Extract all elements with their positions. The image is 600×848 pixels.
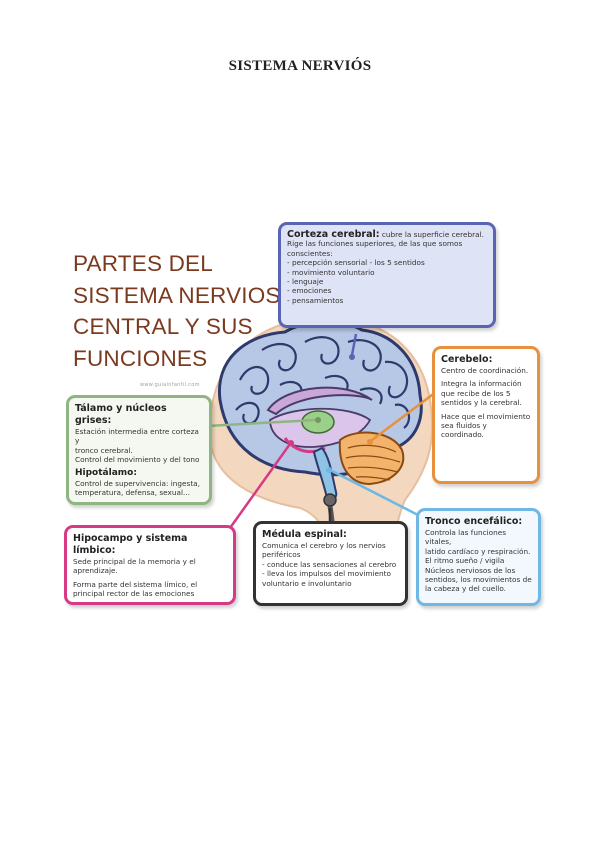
corteza-heading-rest: cubre la superficie cerebral. [379,230,484,239]
hipocampo-box: Hipocampo y sistema límbico: Sede princi… [64,525,236,605]
hipotalamo-heading: Hipotálamo: [75,467,137,478]
cerebelo-line: Integra la información [441,379,522,389]
medula-heading: Médula espinal: [262,529,347,540]
corpus-callosum [266,386,373,416]
talamo-heading: Tálamo y núcleos grises: [75,403,167,426]
hipocampo-heading: Hipocampo y sistema límbico: [73,533,188,556]
tronco-line: Controla las funciones vitales, [425,528,507,547]
hipotalamo-line: Control de supervivencia: ingesta, [75,478,200,488]
diagram-title-line: FUNCIONES [73,345,208,371]
tronco-line: Núcleos nerviosos de los [425,565,516,575]
corteza-line: conscientes: [287,248,333,258]
talamo-box: Tálamo y núcleos grises: Estación interm… [66,395,212,505]
tronco-box: Tronco encefálico: Controla las funcione… [416,508,541,606]
corteza-line: - movimiento voluntario [287,267,375,277]
hipocampo-line: Forma parte del sistema límico, el [73,579,198,589]
cerebellum-folds [345,444,401,481]
cerebelo-line: que recibe de los 5 [441,388,511,398]
corteza-heading: Corteza cerebral: [287,229,380,240]
cerebelo-line: sea fluidos y coordinado. [441,421,487,440]
diagram-title-line: PARTES DEL [73,251,213,276]
talamo-line: Estación intermedia entre corteza y [75,427,199,446]
diagram-title-line: CENTRAL Y SUS [73,314,253,339]
corteza-line: - emociones [287,286,332,296]
corteza-line: - lenguaje [287,277,324,287]
diagram-title: PARTES DEL SISTEMA NERVIOSO CENTRAL Y SU… [73,248,299,374]
medula-line: - conduce las sensaciones al cerebro [262,559,397,569]
corteza-cerebral-box: Corteza cerebral: cubre la superficie ce… [278,222,496,328]
hipocampo-line: Sede principal de la memoria y el [73,557,196,566]
tronco-line: sentidos, los movimientos de [425,575,532,585]
medula-line: - lleva los impulsos del movimiento [262,569,391,579]
talamo-line: tronco cerebral. [75,445,133,455]
cerebellum [338,431,405,486]
watermark: www.guiainfantil.com [140,382,200,388]
connector-cerebelo [371,391,437,441]
medula-line: periféricos [262,550,301,560]
corteza-line: Rige las funciones superiores, de las qu… [287,239,463,249]
page-title: SISTEMA NERVIÓS [228,58,372,74]
talamo-line: Control del movimiento y del tono [75,455,200,465]
connector-corteza [350,333,358,356]
cerebelo-line: sentidos y la cerebral. [441,398,522,408]
corteza-line: - percepción sensorial - los 5 sentidos [287,258,425,268]
medula-line: voluntario e involuntario [262,578,352,588]
hipocampo-line: aprendizaje. [73,566,118,576]
medula-box: Médula espinal: Comunica el cerebro y lo… [253,521,408,606]
cerebelo-line: Hace que el movimiento [441,411,531,421]
tronco-line: latido cardíaco y respiración. [425,546,531,556]
tronco-heading: Tronco encefálico: [425,516,523,527]
corteza-heading-line: Corteza cerebral: cubre la superficie ce… [287,229,487,240]
diagram-title-line: SISTEMA NERVIOSO [73,282,299,308]
tronco-line: El ritmo sueño / vigila [425,556,505,566]
medula-line: Comunica el cerebro y los nervios [262,541,386,550]
hipotalamo-line: temperatura, defensa, sexual... [75,488,190,498]
hipocampo-line: principal rector de las emociones [73,589,195,599]
cerebelo-box: Cerebelo: Centro de coordinación. Integr… [432,346,540,484]
connector-hipocampo [228,443,292,529]
cerebelo-heading: Cerebelo: [441,354,493,365]
tronco-line: la cabeza y del cuello. [425,584,506,594]
corteza-line: - pensamientos [287,295,344,305]
spinal-node [323,493,337,507]
connector-tronco [329,468,419,517]
cerebelo-line: Centro de coordinación. [441,366,529,375]
connector-talamo [206,418,317,428]
